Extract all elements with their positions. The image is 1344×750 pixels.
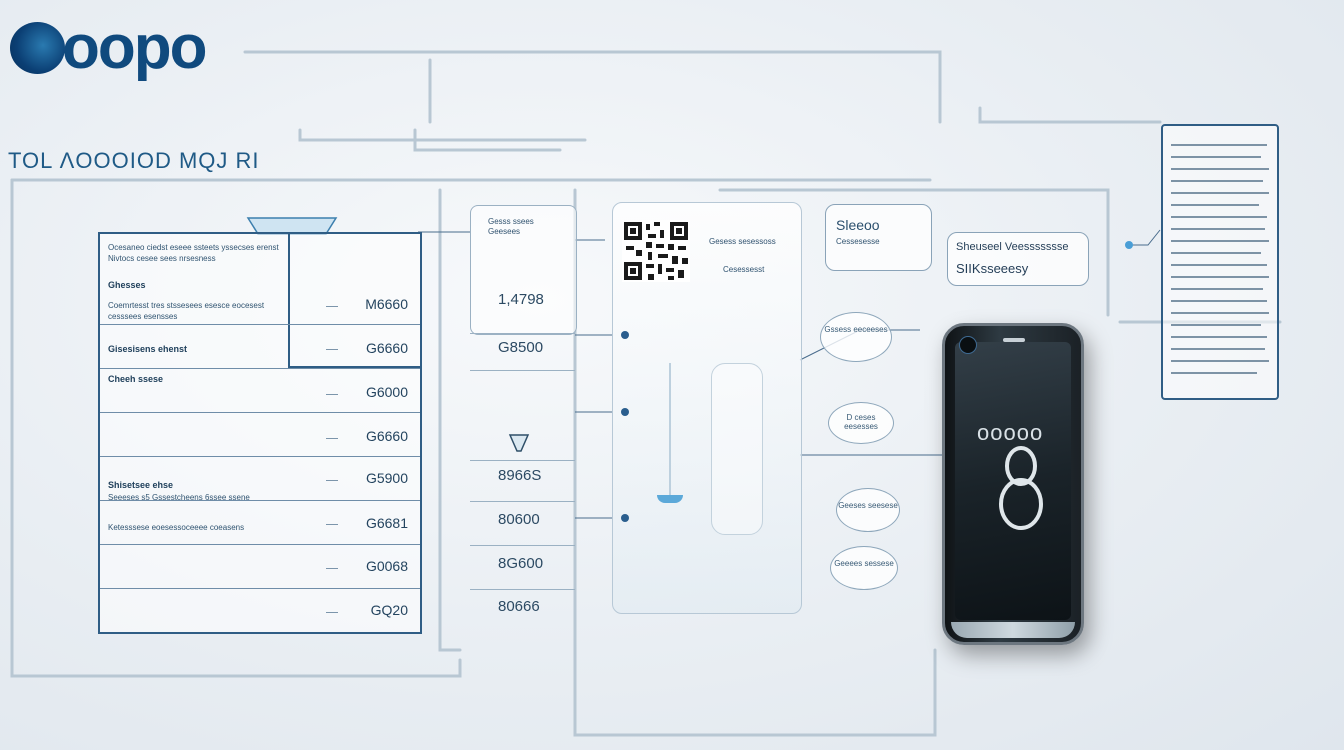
table-row-title: Cheeh ssese: [108, 374, 164, 384]
table-row-text: Ocesaneo ciedst eseee ssteets yssecses e…: [108, 243, 279, 263]
table-value: G6000: [365, 384, 408, 400]
camera-icon: [959, 336, 977, 354]
card-line: Sheuseel Veessssssse: [956, 241, 1069, 253]
funnel-icon: [508, 434, 530, 452]
brand-logo: oopo: [62, 13, 207, 82]
table-row-title: Ghesses: [108, 280, 146, 290]
callout-bubble: Geeses seesese: [836, 488, 900, 532]
column-value: G8500: [498, 339, 544, 356]
spec-table: Ocesaneo ciedst eseee ssteets yssecses e…: [98, 232, 422, 634]
smartphone-image: ooooo: [942, 323, 1084, 645]
panel-label: Gesess sesessoss: [709, 237, 776, 246]
column-value: 8G600: [498, 555, 544, 572]
info-card: Sleeoo Cessesesse: [825, 204, 932, 271]
column-value: 80600: [498, 511, 540, 528]
table-value: M6660: [365, 296, 408, 312]
table-value: G5900: [365, 470, 408, 486]
table-value: G6660: [365, 340, 408, 356]
logo-mark-icon: [10, 22, 65, 74]
node-dot-icon: [621, 331, 629, 339]
table-value: GQ20: [370, 602, 408, 618]
qr-code-icon: [622, 220, 690, 282]
table-row-title: Shisetsee ehse: [108, 480, 174, 490]
callout-bubble: D ceses eesesses: [828, 402, 894, 444]
card-line: SIIKsseeesy: [956, 261, 1029, 276]
table-value: G6681: [365, 515, 408, 531]
page-headline: TOL ΛOOOIOD MQJ RI: [8, 148, 260, 173]
callout-bubble: Geeees sessese: [830, 546, 898, 590]
column-value: 8966S: [498, 467, 542, 484]
table-value: G0068: [365, 558, 408, 574]
node-dot-icon: [621, 514, 629, 522]
table-row-text: Coemrtesst tres stssesees esesce eoceses…: [108, 301, 265, 321]
table-row-text: Ketesssese eoesessoceeee coeasens: [108, 523, 245, 532]
card-title: Sleeoo: [836, 217, 880, 233]
table-row-text: Seeeses s5 Gssestcheens 6ssee ssene: [108, 493, 250, 502]
node-dot-icon: [1125, 241, 1133, 249]
card-subtitle: Cessesesse: [836, 237, 880, 246]
callout-bubble: Gssess eeceeses: [820, 312, 892, 362]
document-panel: [1161, 124, 1279, 400]
column-value: 80666: [498, 598, 540, 615]
brand-emblem-icon: [999, 446, 1043, 530]
column-header: Gesss ssees Geesees: [488, 217, 534, 236]
panel-sublabel: Cesessesst: [723, 265, 765, 274]
device-brand-text: ooooo: [977, 420, 1044, 445]
table-value: G6660: [365, 428, 408, 444]
node-dot-icon: [621, 408, 629, 416]
column-value: 1,4798: [498, 291, 544, 308]
info-card: Sheuseel Veessssssse SIIKsseeesy: [947, 232, 1089, 286]
value-column: Gesss ssees Geesees 1,4798 G8500 8966S 8…: [470, 205, 577, 615]
table-row-title: Gisesisens ehenst: [108, 344, 188, 354]
